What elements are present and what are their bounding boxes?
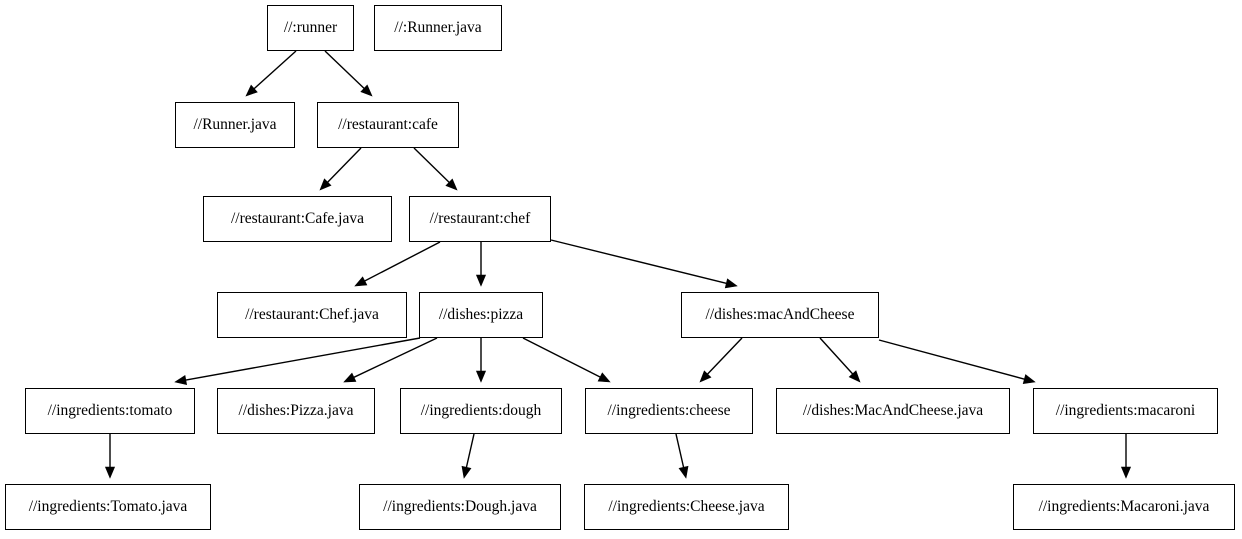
- graph-node-label: //dishes:pizza: [438, 306, 524, 324]
- graph-node-dishes_mac_java[interactable]: //dishes:MacAndCheese.java: [776, 388, 1010, 434]
- graph-node-label: //:Runner.java: [394, 19, 482, 37]
- graph-node-label: //ingredients:macaroni: [1055, 402, 1196, 420]
- graph-node-label: //ingredients:cheese: [607, 402, 731, 420]
- graph-node-ingredients_tomato[interactable]: //ingredients:tomato: [25, 388, 195, 434]
- graph-node-label: //ingredients:tomato: [47, 402, 173, 420]
- graph-node-cheese_java[interactable]: //ingredients:Cheese.java: [584, 484, 789, 530]
- graph-node-label: //dishes:MacAndCheese.java: [802, 402, 984, 420]
- graph-node-label: //ingredients:Macaroni.java: [1038, 498, 1210, 516]
- graph-node-restaurant_chef_java[interactable]: //restaurant:Chef.java: [217, 292, 407, 338]
- graph-node-dishes_macandcheese[interactable]: //dishes:macAndCheese: [681, 292, 879, 338]
- graph-node-runner_java[interactable]: //Runner.java: [175, 102, 295, 148]
- graph-node-runner_java_root[interactable]: //:Runner.java: [374, 5, 502, 51]
- graph-node-label: //:runner: [283, 19, 338, 37]
- graph-node-label: //ingredients:Cheese.java: [608, 498, 765, 516]
- graph-node-label: //Runner.java: [193, 116, 277, 134]
- graph-node-macaroni_java[interactable]: //ingredients:Macaroni.java: [1013, 484, 1235, 530]
- graph-node-label: //ingredients:Dough.java: [383, 498, 537, 516]
- graph-node-ingredients_macaroni[interactable]: //ingredients:macaroni: [1033, 388, 1218, 434]
- graph-node-dough_java[interactable]: //ingredients:Dough.java: [359, 484, 561, 530]
- graph-node-label: //dishes:Pizza.java: [238, 402, 354, 420]
- graph-node-tomato_java[interactable]: //ingredients:Tomato.java: [5, 484, 211, 530]
- graph-node-label: //restaurant:cafe: [338, 116, 438, 134]
- graph-node-restaurant_chef[interactable]: //restaurant:chef: [409, 196, 551, 242]
- graph-node-ingredients_cheese[interactable]: //ingredients:cheese: [585, 388, 753, 434]
- graph-node-dishes_pizza_java[interactable]: //dishes:Pizza.java: [217, 388, 375, 434]
- graph-node-label: //restaurant:chef: [429, 210, 531, 228]
- graph-node-restaurant_cafe[interactable]: //restaurant:cafe: [317, 102, 459, 148]
- graph-node-dishes_pizza[interactable]: //dishes:pizza: [419, 292, 543, 338]
- graph-node-label: //restaurant:Chef.java: [245, 306, 379, 324]
- graph-node-label: //restaurant:Cafe.java: [231, 210, 364, 228]
- graph-node-label: //ingredients:dough: [420, 402, 542, 420]
- graph-node-runner[interactable]: //:runner: [267, 5, 354, 51]
- graph-node-label: //dishes:macAndCheese: [705, 306, 855, 324]
- graph-node-label: //ingredients:Tomato.java: [28, 498, 188, 516]
- graph-node-restaurant_cafe_java[interactable]: //restaurant:Cafe.java: [203, 196, 392, 242]
- graph-node-ingredients_dough[interactable]: //ingredients:dough: [400, 388, 562, 434]
